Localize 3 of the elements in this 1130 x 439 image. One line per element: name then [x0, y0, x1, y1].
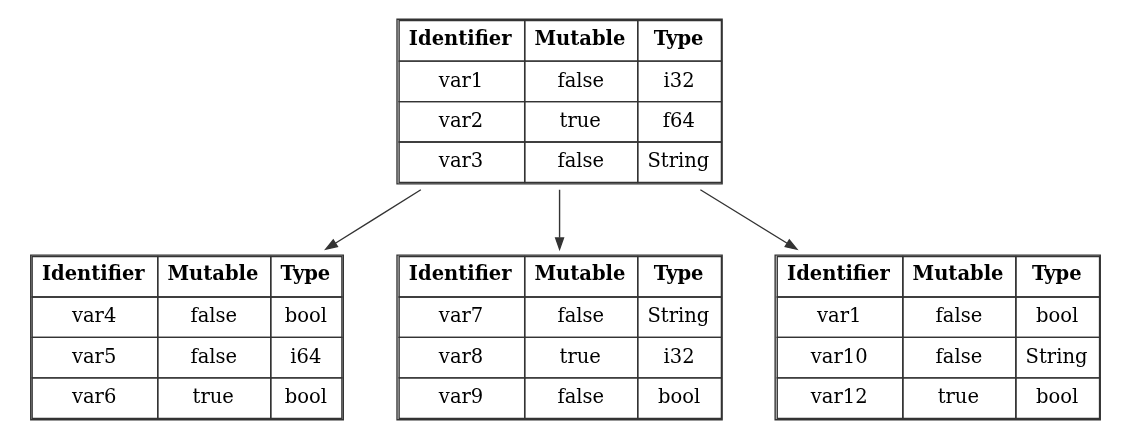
arrow — [699, 189, 799, 251]
arrow — [554, 189, 564, 252]
arrow — [323, 189, 422, 251]
